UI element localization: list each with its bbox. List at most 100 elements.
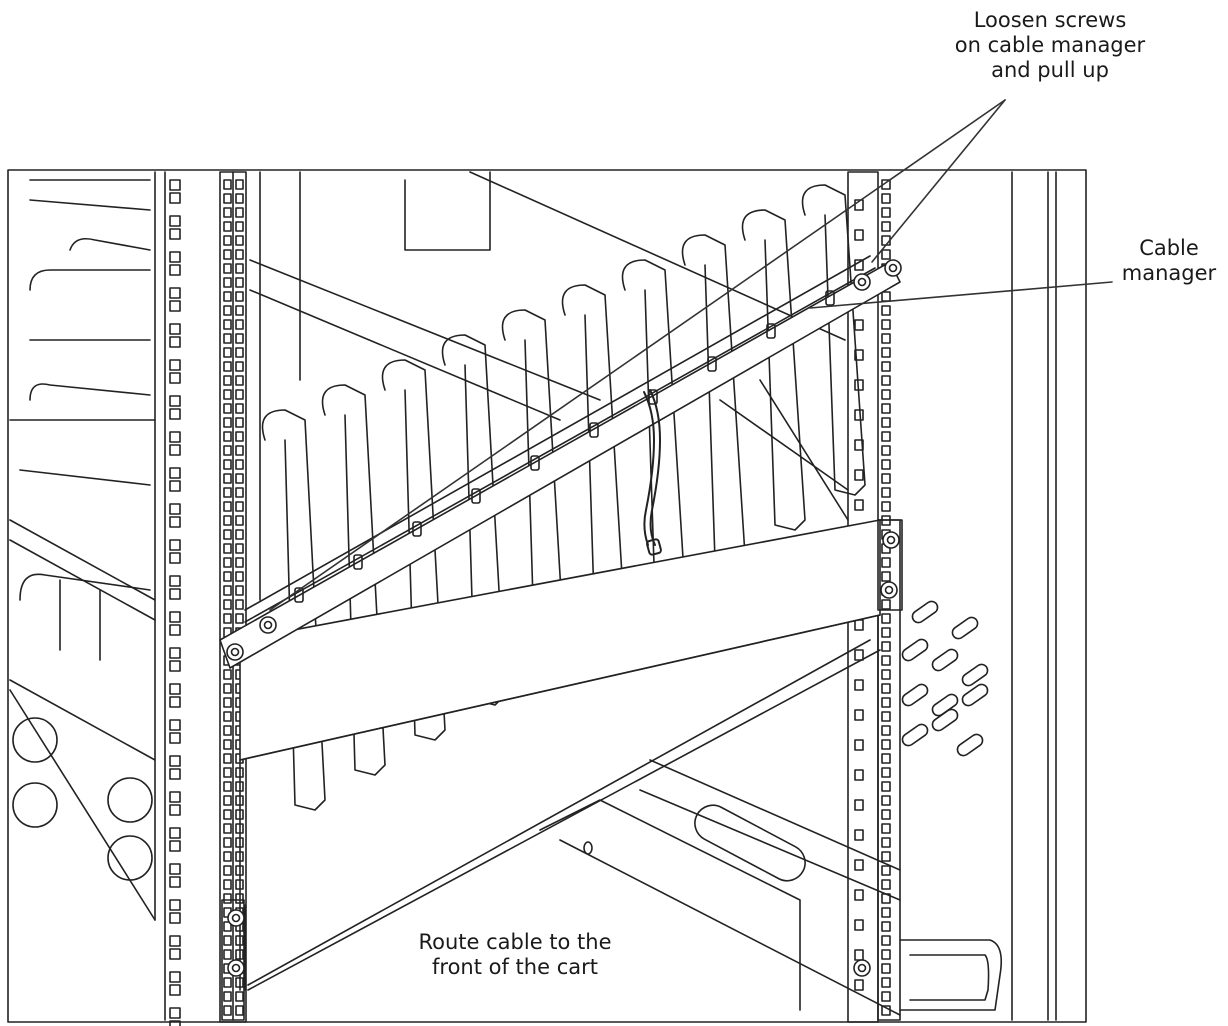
rack-slot bbox=[881, 809, 891, 820]
rack-slot bbox=[235, 571, 244, 582]
vent-slot bbox=[956, 733, 984, 757]
rack-slot bbox=[881, 459, 891, 470]
cable-manager-tabs bbox=[294, 290, 835, 603]
screw bbox=[853, 959, 871, 977]
rack-slot bbox=[881, 725, 891, 736]
rack-slot bbox=[169, 840, 181, 852]
rack-slot bbox=[223, 809, 232, 820]
rack-slot bbox=[854, 649, 864, 661]
rack-slot bbox=[235, 305, 244, 316]
vent-slots bbox=[901, 600, 989, 757]
rack-slot bbox=[169, 444, 181, 456]
rack-slot bbox=[169, 876, 181, 888]
rack-slot bbox=[169, 660, 181, 672]
rack-slot bbox=[881, 333, 891, 344]
rack-slot bbox=[169, 611, 181, 623]
screws bbox=[226, 259, 902, 977]
rack-slot bbox=[223, 389, 232, 400]
rack-slot bbox=[169, 251, 181, 263]
rack-slot bbox=[881, 361, 891, 372]
rack-slot bbox=[169, 624, 181, 636]
rack-slot bbox=[223, 361, 232, 372]
rack-slot bbox=[169, 899, 181, 911]
vent-slot bbox=[931, 648, 959, 672]
screw-head bbox=[231, 913, 241, 923]
screw-head bbox=[230, 647, 240, 657]
manager-tab bbox=[707, 356, 717, 372]
rack-slot bbox=[235, 459, 244, 470]
rack-slot bbox=[881, 739, 891, 750]
rack-slot bbox=[223, 501, 232, 512]
rack-slot bbox=[169, 755, 181, 767]
cable-manager bbox=[219, 255, 901, 669]
rack-slot bbox=[223, 837, 232, 848]
rack-slot bbox=[235, 445, 244, 456]
vent-slot bbox=[911, 600, 939, 624]
rack-slot bbox=[235, 431, 244, 442]
rack-slot bbox=[235, 193, 244, 204]
rack-slot bbox=[881, 907, 891, 918]
rack-slot bbox=[881, 879, 891, 890]
rack-slot bbox=[223, 991, 232, 1002]
rack-slot bbox=[169, 467, 181, 479]
screw bbox=[259, 616, 277, 634]
rack-slot bbox=[235, 543, 244, 554]
screw bbox=[226, 643, 244, 661]
manager-tab bbox=[589, 422, 599, 438]
rack-slot bbox=[854, 229, 864, 241]
rack-slot bbox=[223, 585, 232, 596]
rack-slot bbox=[881, 627, 891, 638]
route-cable-callout: Route cable to the front of the cart bbox=[418, 930, 612, 979]
rack-slot bbox=[881, 599, 891, 610]
rack-slot bbox=[223, 291, 232, 302]
rack-slot bbox=[223, 193, 232, 204]
rack-slot bbox=[169, 552, 181, 564]
rack-slot bbox=[881, 949, 891, 960]
rack-slot bbox=[854, 979, 864, 991]
manager-tab bbox=[471, 488, 481, 504]
rack-slot bbox=[235, 599, 244, 610]
screw-head bbox=[231, 963, 241, 973]
vent-slot bbox=[961, 683, 989, 707]
screw bbox=[853, 273, 871, 291]
rack-slot bbox=[854, 829, 864, 841]
rack-slot bbox=[854, 709, 864, 721]
rack-slot bbox=[223, 417, 232, 428]
manager-tab bbox=[530, 455, 540, 471]
rack-slot bbox=[881, 193, 891, 204]
rack-slot bbox=[169, 791, 181, 803]
rack-slot bbox=[235, 487, 244, 498]
manager-tab bbox=[412, 521, 422, 537]
rack-slot bbox=[235, 501, 244, 512]
rack-slot bbox=[881, 781, 891, 792]
rack-slot bbox=[854, 859, 864, 871]
screw-head bbox=[263, 620, 273, 630]
rack-slot bbox=[223, 977, 232, 988]
rack-slot bbox=[223, 347, 232, 358]
rack-slot bbox=[169, 503, 181, 515]
rack-slot bbox=[235, 403, 244, 414]
rack-slot bbox=[169, 179, 181, 191]
rack-slot bbox=[169, 696, 181, 708]
rack-slot bbox=[854, 679, 864, 691]
rack-slot bbox=[235, 1005, 244, 1016]
rack-slot bbox=[235, 361, 244, 372]
rack-slot bbox=[169, 215, 181, 227]
rack-slot bbox=[223, 221, 232, 232]
rack-slot bbox=[235, 375, 244, 386]
rack-slot bbox=[169, 1007, 181, 1019]
rack-slot bbox=[223, 949, 232, 960]
rack-slot bbox=[169, 395, 181, 407]
rack-slot bbox=[223, 263, 232, 274]
rack-slot bbox=[169, 336, 181, 348]
rack-slot bbox=[169, 1020, 181, 1026]
vent-slot bbox=[901, 723, 929, 747]
rack-slot bbox=[881, 851, 891, 862]
rack-slot bbox=[235, 417, 244, 428]
rack-slot bbox=[223, 319, 232, 330]
rack-slot bbox=[169, 719, 181, 731]
rack-slot bbox=[881, 963, 891, 974]
cable bbox=[643, 389, 662, 556]
rack-slot bbox=[235, 207, 244, 218]
divider-loop bbox=[381, 359, 446, 741]
